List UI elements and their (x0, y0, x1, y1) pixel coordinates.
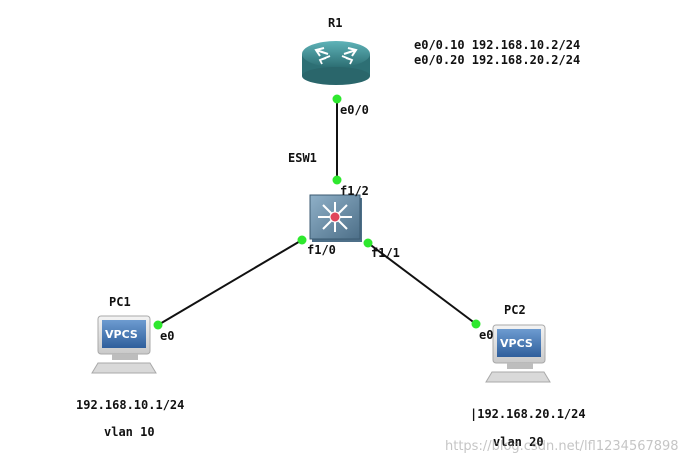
note-pc2-ip: |192.168.20.1/24 (470, 407, 586, 421)
pc2-screen-text: VPCS (500, 337, 533, 350)
vpcs-pc2-icon[interactable] (485, 324, 551, 383)
port-dot-r1-e0-0[interactable] (332, 94, 342, 104)
port-dot-esw1-f1-0[interactable] (297, 235, 307, 245)
port-label-esw1-f1-1: f1/1 (371, 246, 400, 260)
note-pc1-vlan: vlan 10 (104, 425, 155, 439)
vpcs-pc1-icon[interactable] (91, 315, 157, 374)
port-label-pc2-e0: e0 (479, 328, 494, 342)
note-r1-subinterface-20: e0/0.20 192.168.20.2/24 (414, 53, 581, 67)
multilayer-switch-icon[interactable] (309, 194, 362, 242)
link-esw1-pc1[interactable] (157, 239, 303, 326)
note-pc2-vlan: vlan 20 (493, 435, 544, 449)
router-name-label: R1 (328, 16, 343, 30)
router-icon[interactable] (302, 41, 370, 85)
port-label-esw1-f1-2: f1/2 (340, 184, 369, 198)
pc1-screen-text: VPCS (105, 328, 138, 341)
note-pc1-ip: 192.168.10.1/24 (76, 398, 185, 412)
note-r1-subinterface-10: e0/0.10 192.168.10.2/24 (414, 38, 581, 52)
link-esw1-pc2[interactable] (367, 242, 477, 325)
pc1-name-label: PC1 (109, 295, 131, 309)
port-dot-esw1-f1-1[interactable] (363, 238, 373, 248)
pc2-name-label: PC2 (504, 303, 526, 317)
port-label-esw1-f1-0: f1/0 (307, 243, 336, 257)
port-dot-pc1-e0[interactable] (153, 320, 163, 330)
port-dot-esw1-f1-2[interactable] (332, 175, 342, 185)
watermark: https://blog.csdn.net/lfl1234567898 (445, 439, 679, 454)
port-label-r1-e0-0: e0/0 (340, 103, 369, 117)
switch-name-label: ESW1 (288, 151, 317, 165)
port-dot-pc2-e0[interactable] (471, 319, 481, 329)
port-label-pc1-e0: e0 (160, 329, 175, 343)
